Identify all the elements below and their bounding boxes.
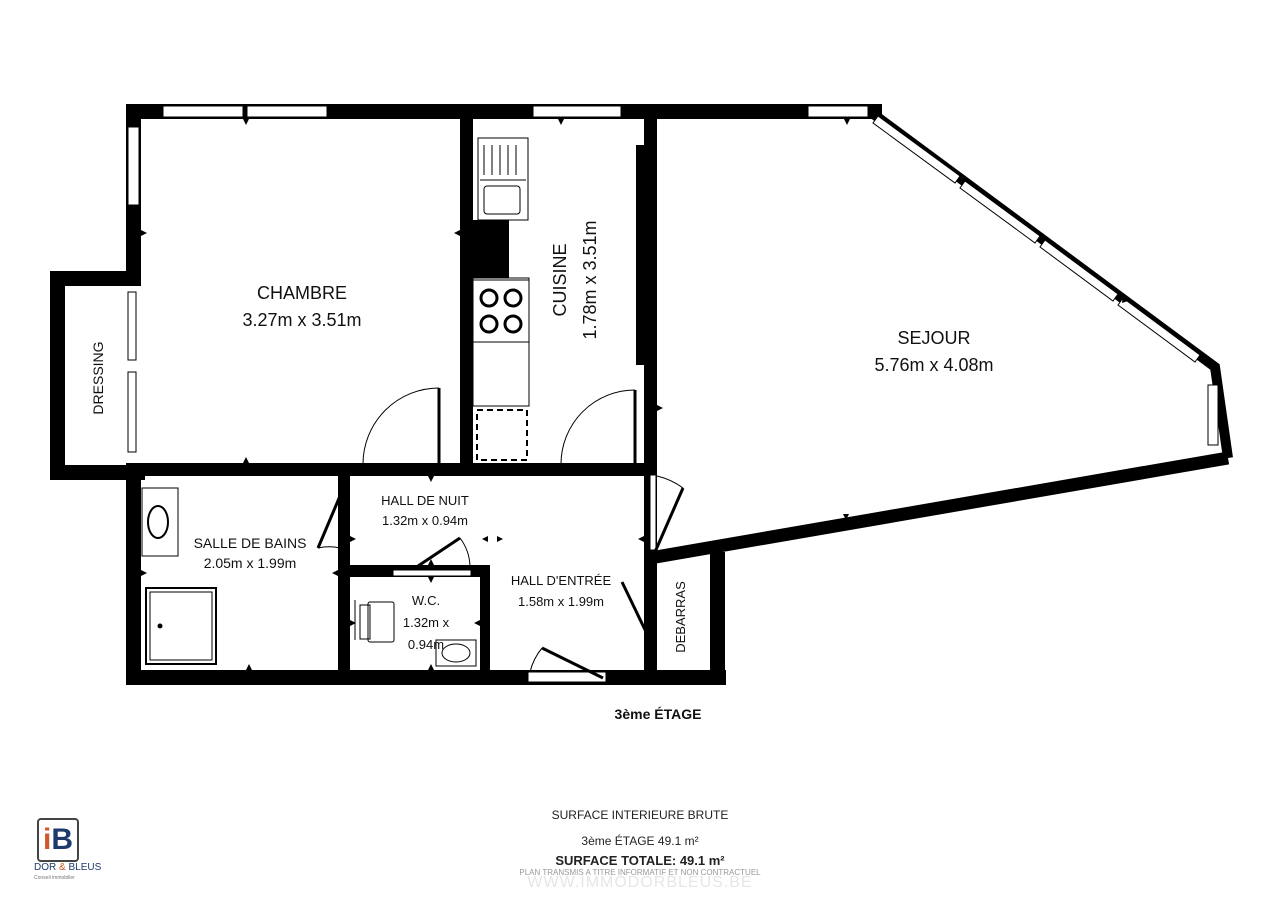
doors [316, 387, 685, 680]
room-name-wc: W.C. [412, 593, 440, 608]
total-surface: SURFACE TOTALE: 49.1 m² [555, 853, 725, 868]
walls [50, 104, 882, 685]
logo-brand: DOR & BLEUS [34, 862, 101, 873]
disclaimer: PLAN TRANSMIS A TITRE INFORMATIF ET NON … [519, 868, 761, 877]
logo-mark: iB [37, 818, 79, 862]
room-dims-cuisine: 1.78m x 3.51m [580, 220, 600, 339]
room-dims-sejour: 5.76m x 4.08m [874, 355, 993, 375]
ib-logo-icon: iB DOR & BLEUS Conseil immobilier [32, 816, 102, 886]
logo-mark-i: i [42, 823, 52, 856]
logo-brand-amp: & [59, 862, 66, 873]
surface-title: SURFACE INTERIEURE BRUTE [551, 808, 729, 822]
fridge-icon [476, 409, 528, 461]
room-dims-wc-line2: 0.94m [408, 637, 444, 652]
room-name-chambre: CHAMBRE [257, 283, 347, 303]
wc-basin-icon [435, 639, 477, 667]
toilet-icon [367, 601, 395, 643]
dimension-markers [141, 119, 1131, 670]
logo-mark-b: B [51, 823, 73, 856]
windows [127, 105, 1219, 683]
room-name-hall-entree: HALL D'ENTRÉE [511, 573, 612, 588]
room-name-hall-de-nuit: HALL DE NUIT [381, 493, 469, 508]
room-name-cuisine: CUISINE [550, 243, 570, 316]
room-dims-hall-de-nuit: 1.32m x 0.94m [382, 513, 468, 528]
room-dims-hall-entree: 1.58m x 1.99m [518, 594, 604, 609]
logo-brand-left: DOR [34, 862, 57, 873]
logo-brand-right: BLEUS [68, 862, 102, 873]
room-labels: CHAMBRE 3.27m x 3.51m CUISINE 1.78m x 3.… [90, 220, 994, 722]
floor-label: 3ème ÉTAGE [615, 706, 702, 722]
kitchen-sink-icon [477, 137, 529, 221]
room-dims-chambre: 3.27m x 3.51m [242, 310, 361, 330]
logo-tagline: Conseil immobilier [34, 875, 75, 881]
room-dims-salle-de-bains: 2.05m x 1.99m [204, 555, 297, 571]
website: WWW.IMMODORBLEUS.BE [527, 874, 753, 891]
room-name-dressing: DRESSING [90, 341, 106, 414]
room-name-sejour: SEJOUR [897, 328, 970, 348]
shower-icon [145, 587, 217, 665]
room-name-salle-de-bains: SALLE DE BAINS [194, 535, 307, 551]
floor-surface: 3ème ÉTAGE 49.1 m² [581, 834, 699, 848]
room-name-debarras: DEBARRAS [673, 581, 688, 653]
fixtures [141, 137, 530, 667]
cooktop-icon [472, 279, 530, 343]
washbasin-icon [141, 487, 179, 557]
room-dims-wc-line1: 1.32m x [403, 615, 450, 630]
